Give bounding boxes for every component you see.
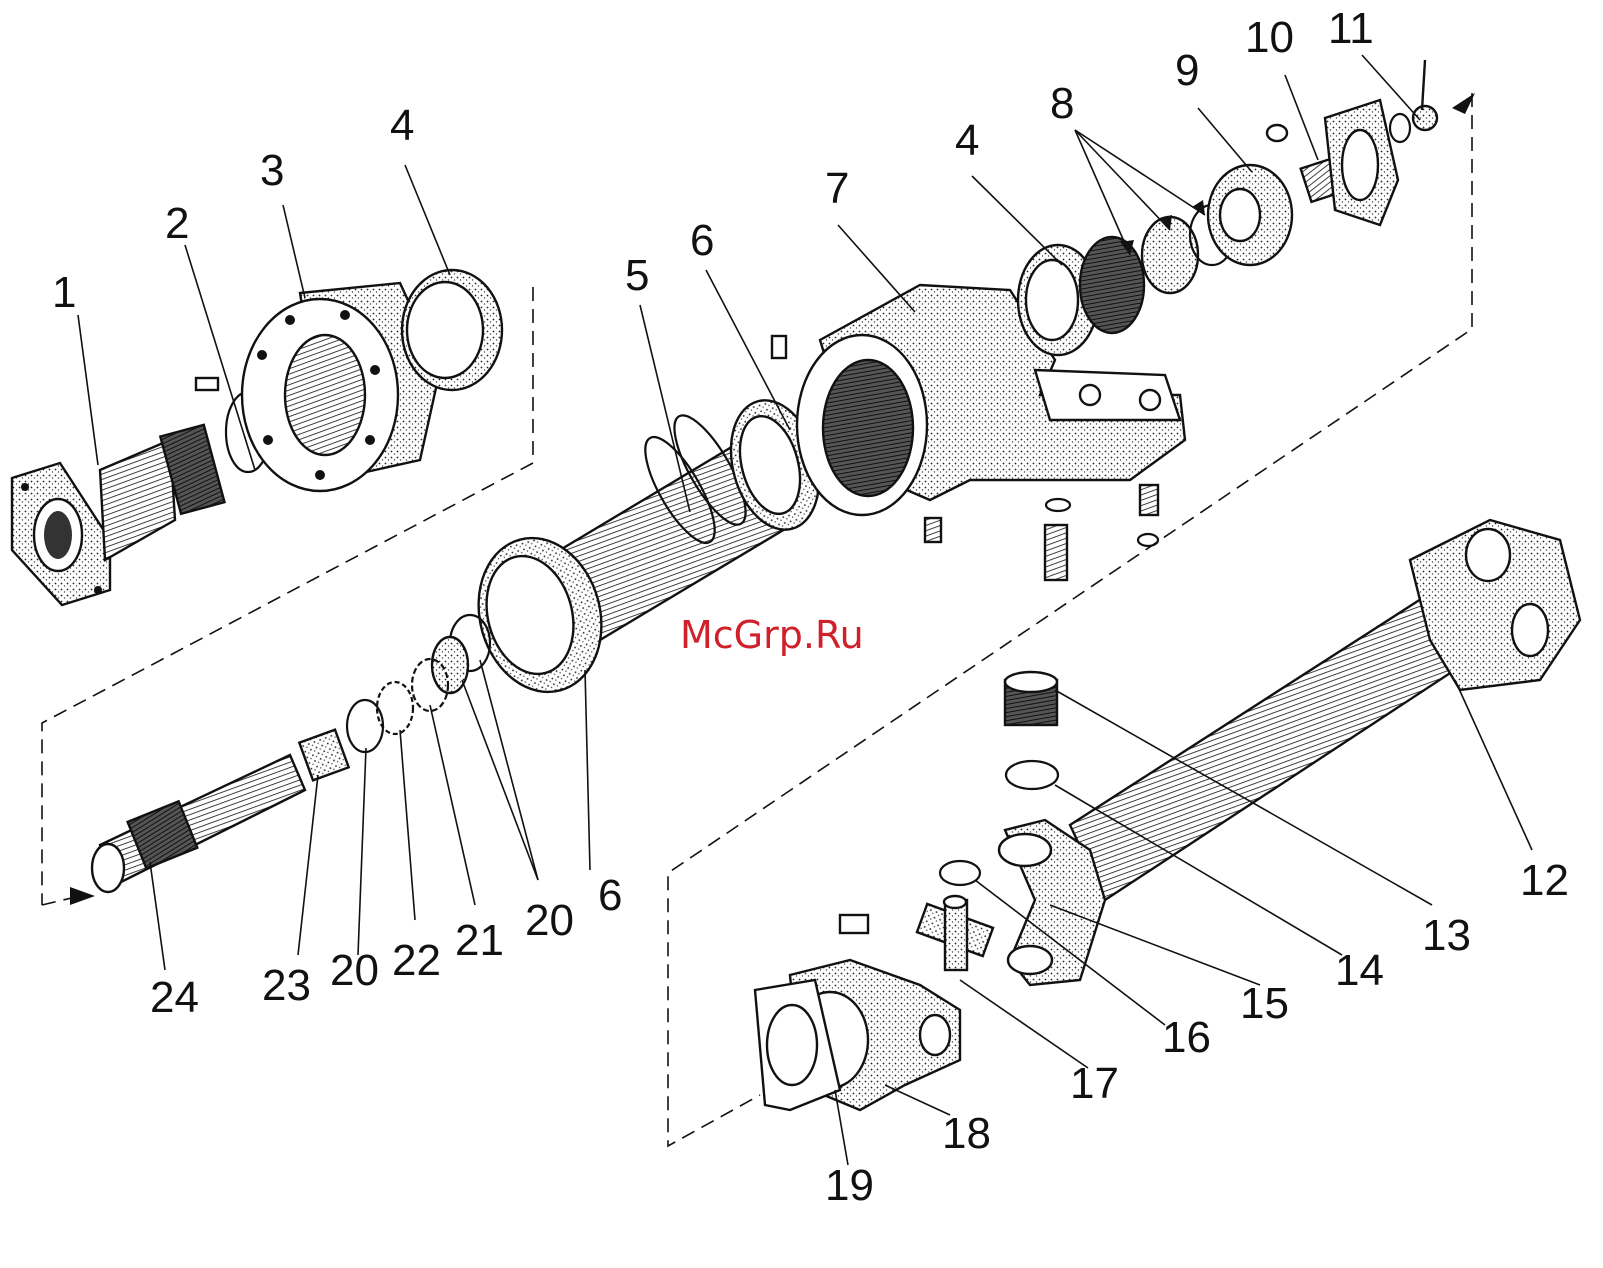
part-9-bearing-cup: [1208, 125, 1292, 265]
callout-23: 23: [262, 961, 311, 1010]
part-10-output-flange: [1301, 100, 1398, 225]
callout-17: 17: [1070, 1059, 1119, 1108]
part-17-spider-cross: [917, 896, 993, 970]
part-13-cap: [1005, 672, 1057, 725]
callout-15: 15: [1240, 979, 1289, 1028]
callout-3: 3: [260, 146, 284, 195]
callout-20-b: 20: [330, 946, 379, 995]
callout-6-lower: 6: [598, 871, 622, 920]
callout-20-a: 20: [525, 896, 574, 945]
part-23-nut: [299, 730, 348, 781]
callout-12: 12: [1520, 856, 1569, 905]
part-11-nut-and-cotter-pin: [1390, 60, 1437, 142]
callout-14: 14: [1335, 946, 1384, 995]
callout-10: 10: [1245, 13, 1294, 62]
callout-4-left: 4: [390, 101, 414, 150]
callout-21: 21: [455, 916, 504, 965]
callout-18: 18: [942, 1109, 991, 1158]
callout-13: 13: [1422, 911, 1471, 960]
part-20-washer-b: [432, 637, 468, 693]
callout-6-upper: 6: [690, 216, 714, 265]
part-20-washer-c: [347, 700, 383, 752]
part-4-bearing-ring-left: [402, 270, 502, 390]
callout-8: 8: [1050, 79, 1074, 128]
callout-5: 5: [625, 251, 649, 300]
callout-7: 7: [825, 164, 849, 213]
callout-4-right: 4: [955, 116, 979, 165]
part-12-cardan-shaft: [1070, 520, 1580, 900]
callout-2: 2: [165, 199, 189, 248]
callout-19: 19: [825, 1161, 874, 1210]
callout-16: 16: [1162, 1013, 1211, 1062]
callout-11: 11: [1328, 4, 1374, 53]
callout-1: 1: [52, 268, 76, 317]
part-1-input-housing: [12, 425, 225, 605]
part-14-seal-ring: [1006, 761, 1058, 789]
part-24-splined-shaft: [92, 755, 305, 892]
part-16-ring: [940, 861, 980, 885]
callout-22: 22: [392, 936, 441, 985]
callout-9: 9: [1175, 46, 1199, 95]
part-4-bearing-ring-right: [1018, 237, 1144, 355]
watermark-text: McGrp.Ru: [680, 613, 864, 657]
callout-24: 24: [150, 973, 199, 1022]
